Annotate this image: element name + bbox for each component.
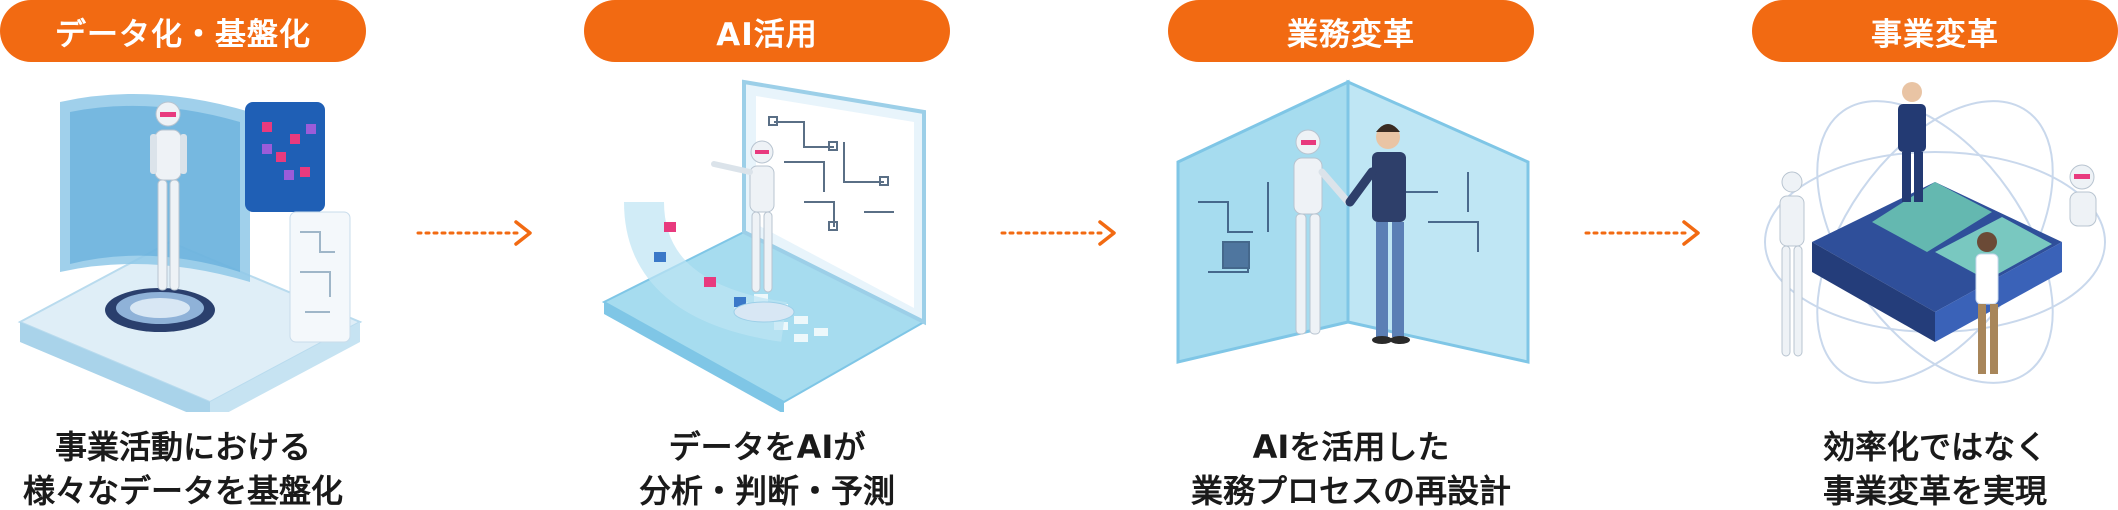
dotted-arrow-icon <box>1584 218 1704 248</box>
step-caption: AIを活用した 業務プロセスの再設計 <box>1148 425 1554 510</box>
caption-line-1: 効率化ではなく <box>1822 428 2047 466</box>
caption-line-2: 様々なデータを基盤化 <box>22 472 343 510</box>
step-caption: データをAIが 分析・判断・予測 <box>564 425 970 510</box>
step-ai-utilization: AI活用 <box>584 0 950 510</box>
step-label-pill: 事業変革 <box>1752 0 2118 62</box>
caption-line-1: データをAIが <box>668 428 866 466</box>
caption-line-2: 業務プロセスの再設計 <box>1190 472 1511 510</box>
step-caption: 事業活動における 様々なデータを基盤化 <box>0 425 386 510</box>
caption-line-1: 事業活動における <box>54 428 311 466</box>
dotted-arrow-icon <box>1000 218 1120 248</box>
step-label-pill: データ化・基盤化 <box>0 0 366 62</box>
robot-platform-icon <box>0 72 366 412</box>
robot-handshake-icon <box>1168 72 1534 412</box>
step-caption: 効率化ではなく 事業変革を実現 <box>1732 425 2118 510</box>
step-label-pill: AI活用 <box>584 0 950 62</box>
caption-line-1: AIを活用した <box>1252 428 1450 466</box>
robot-laptop-icon <box>584 72 950 412</box>
dotted-arrow-icon <box>416 218 536 248</box>
step-business-transformation: 業務変革 <box>1168 0 1534 510</box>
step-data-foundation: データ化・基盤化 <box>0 0 366 510</box>
caption-line-2: 事業変革を実現 <box>1822 472 2047 510</box>
puzzle-team-icon <box>1752 72 2118 412</box>
step-enterprise-transformation: 事業変革 <box>1752 0 2118 510</box>
caption-line-2: 分析・判断・予測 <box>638 472 895 510</box>
step-label-pill: 業務変革 <box>1168 0 1534 62</box>
